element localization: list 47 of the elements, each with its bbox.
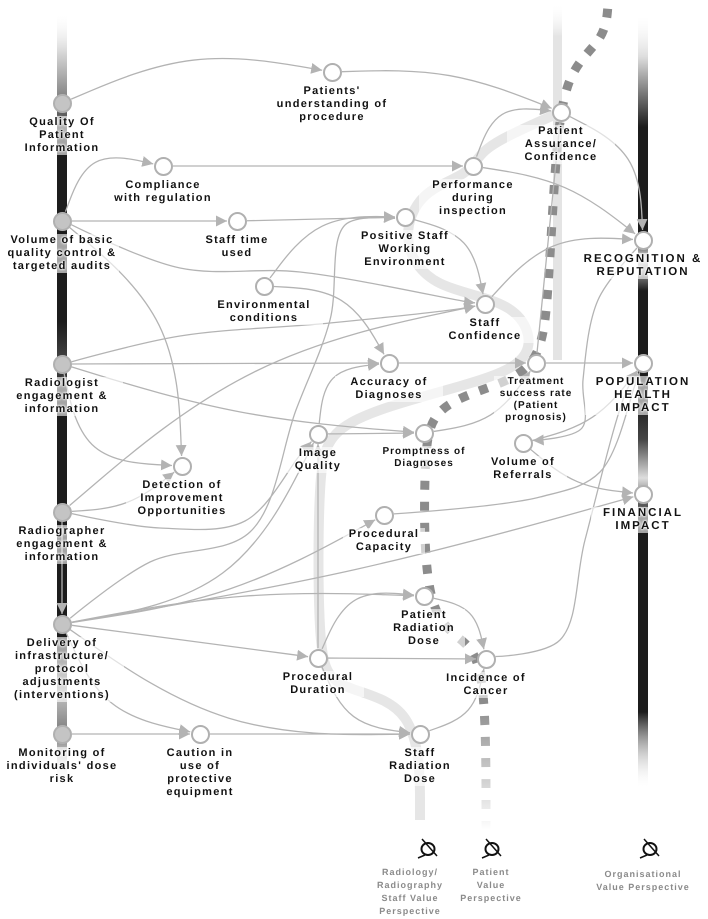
arrow — [399, 358, 526, 368]
arrow — [72, 303, 476, 362]
arrow — [72, 519, 376, 624]
arrow — [72, 441, 312, 530]
arrow — [434, 598, 487, 650]
perspective-label: Organisational Value Perspective — [595, 868, 691, 894]
arrow — [321, 588, 414, 650]
arrow — [318, 360, 380, 424]
perspective-label: Patient Value Perspective — [459, 866, 523, 905]
arrow — [482, 166, 636, 234]
node-label: Accuracy of Diagnoses — [335, 376, 443, 402]
arrow — [56, 522, 68, 614]
arrow — [72, 590, 414, 623]
arrow — [570, 116, 648, 230]
arrow — [71, 224, 476, 308]
arrow — [72, 624, 308, 661]
arrow — [72, 216, 227, 226]
perspective-label: Radiology/ Radiography Staff Value Perspective — [376, 866, 444, 918]
node-label: Compliance with regulation — [113, 178, 213, 204]
arrow — [72, 728, 190, 740]
arrow — [71, 366, 414, 437]
arrow — [72, 358, 379, 369]
arrow — [342, 70, 552, 110]
arrow — [173, 160, 463, 172]
arrow — [476, 104, 552, 157]
arrow — [434, 370, 531, 432]
arrow — [530, 448, 634, 498]
node-label: Patient Assurance/ Confidence — [507, 124, 615, 164]
arrow — [328, 653, 476, 664]
arrow — [64, 156, 154, 212]
arrow — [269, 211, 396, 278]
arrow — [69, 226, 187, 456]
arrow — [64, 374, 172, 470]
arrow — [321, 666, 410, 737]
arrow — [210, 728, 410, 740]
arrow — [72, 472, 175, 512]
arrow — [69, 302, 476, 506]
arrow — [328, 428, 414, 439]
arrow — [491, 233, 634, 298]
node-label: Volume of basic quality control & targeted audits — [5, 234, 119, 272]
arrow — [414, 219, 486, 294]
arrow — [274, 286, 385, 355]
arrow — [546, 358, 633, 368]
arrow — [70, 629, 410, 740]
arrow — [429, 668, 487, 732]
node-label: Procedural Capacity — [343, 528, 425, 554]
arrow — [70, 58, 322, 100]
